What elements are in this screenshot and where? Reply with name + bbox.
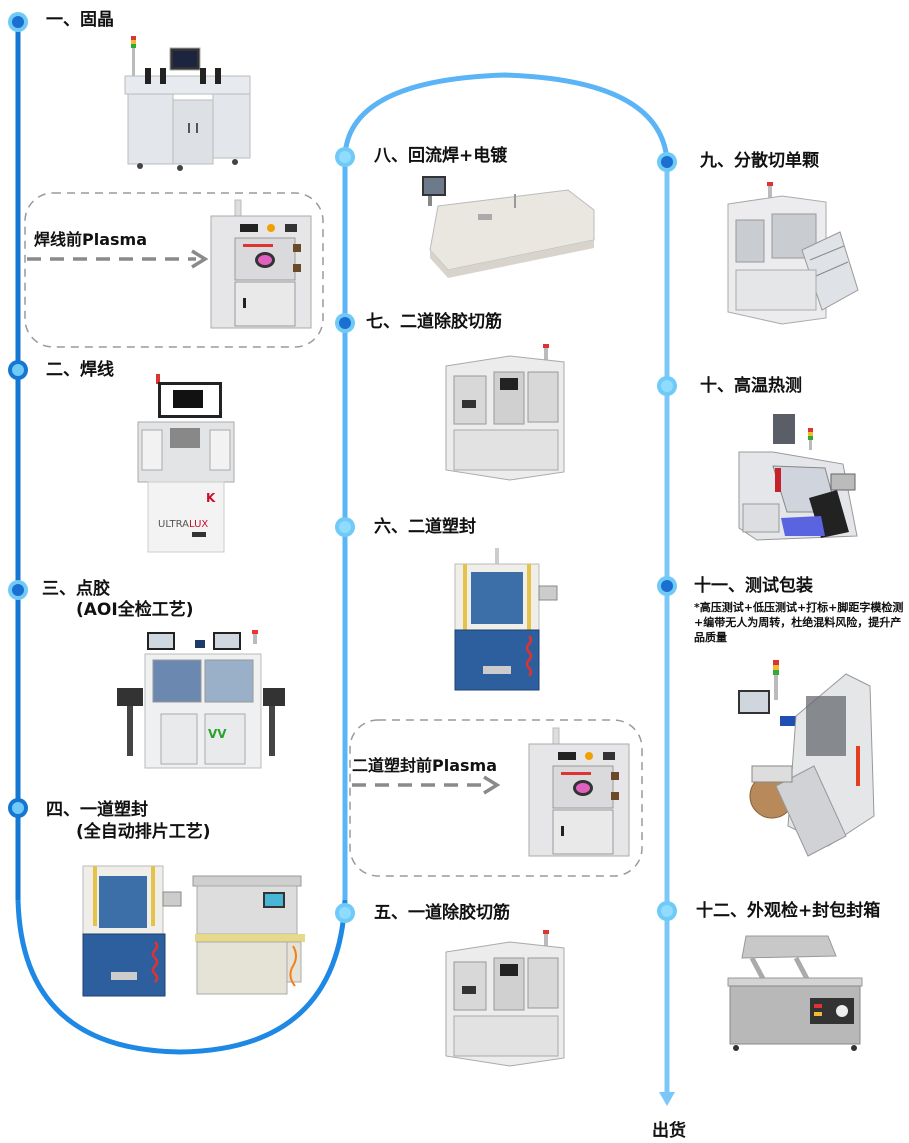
hot-test-handler-image: [733, 408, 873, 548]
reflow-oven-image: [418, 170, 598, 280]
svg-text:K: K: [206, 491, 216, 505]
step-3-sublabel: (AOI全检工艺): [76, 600, 194, 620]
node-step-11: [657, 576, 677, 596]
node-step-7: [335, 313, 355, 333]
plasma-cleaner-image-1: [205, 198, 315, 338]
step-1-label: 一、固晶: [46, 10, 114, 30]
node-step-3: [8, 580, 28, 600]
node-step-4: [8, 798, 28, 818]
step-5-label: 五、一道除胶切筋: [374, 903, 510, 923]
step-6-label: 六、二道塑封: [374, 517, 476, 537]
node-step-9: [657, 152, 677, 172]
dispensing-machine-image: VV: [115, 628, 285, 773]
step-8-label: 八、回流焊+电镀: [374, 146, 508, 166]
molding-press-and-loader-image: [75, 862, 310, 1002]
singulation-machine-image: [722, 180, 862, 328]
plasma-label-1: 焊线前Plasma: [34, 230, 148, 249]
step-12-label: 十二、外观检+封包封箱: [696, 901, 881, 921]
node-step-2: [8, 360, 28, 380]
step-11-note: *高压测试+低压测试+打标+脚距字模检测+编带无人为周转，杜绝混料风险，提升产品…: [694, 601, 904, 644]
step-11-label: 十一、测试包装: [694, 576, 813, 596]
step-4-sublabel: (全自动排片工艺): [76, 822, 211, 842]
step-10-label: 十、高温热测: [700, 376, 802, 396]
node-step-10: [657, 376, 677, 396]
die-bonder-image: [110, 28, 260, 178]
test-tape-reel-machine-image: [736, 656, 884, 862]
end-label-shipping: 出货: [652, 1121, 686, 1141]
node-step-1: [8, 12, 28, 32]
step-7-label: 七、二道除胶切筋: [366, 312, 502, 332]
plasma-label-2: 二道塑封前Plasma: [352, 756, 498, 775]
svg-text:VV: VV: [208, 727, 227, 741]
wire-bonder-image: K ULTRALUX: [128, 372, 244, 558]
step-9-label: 九、分散切单颗: [700, 151, 819, 171]
deflash-trim-image-2: [440, 342, 570, 482]
plasma-cleaner-image-2: [523, 726, 633, 866]
node-step-6: [335, 517, 355, 537]
node-step-8: [335, 147, 355, 167]
step-4-label: 四、一道塑封: [46, 800, 148, 820]
molding-press-image: [445, 546, 565, 696]
node-step-12: [657, 901, 677, 921]
step-3-label: 三、点胶: [42, 579, 110, 599]
vacuum-packing-machine-image: [718, 928, 868, 1054]
deflash-trim-image-1: [440, 928, 570, 1068]
svg-text:ULTRALUX: ULTRALUX: [158, 519, 208, 530]
step-2-label: 二、焊线: [46, 360, 114, 380]
node-step-5: [335, 903, 355, 923]
